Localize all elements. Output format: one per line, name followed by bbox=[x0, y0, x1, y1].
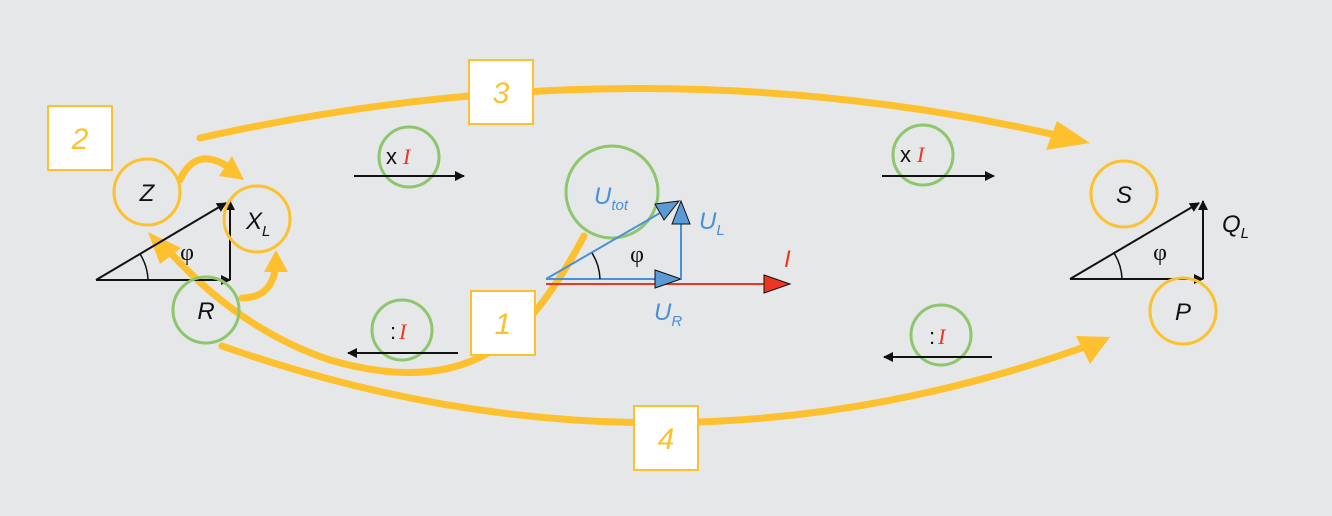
step-box-4: 4 bbox=[633, 405, 699, 471]
r-circle bbox=[171, 275, 241, 345]
svg-text:1: 1 bbox=[495, 308, 512, 341]
svg-text:4: 4 bbox=[658, 423, 675, 456]
svg-text:3: 3 bbox=[493, 77, 510, 110]
impedance-angle-label: φ bbox=[180, 240, 194, 266]
p-circle bbox=[1148, 276, 1218, 346]
z-label: Z bbox=[139, 180, 156, 207]
step-box-1: 1 bbox=[470, 290, 536, 356]
s-circle bbox=[1089, 159, 1159, 229]
arrowhead-step4 bbox=[1076, 336, 1110, 364]
s-label: S bbox=[1116, 182, 1132, 209]
arrowhead-r-to-xl bbox=[264, 250, 288, 272]
r-label: R bbox=[197, 298, 214, 325]
ul-label: UL bbox=[699, 208, 725, 239]
svg-text:2: 2 bbox=[71, 123, 89, 156]
utot-label: Utot bbox=[594, 183, 629, 214]
yellow-arrowheads bbox=[148, 121, 1110, 364]
voltage-angle-label: φ bbox=[630, 242, 644, 268]
power-triangle bbox=[1069, 200, 1208, 284]
arc-step3 bbox=[196, 85, 1064, 142]
arrowhead-step3 bbox=[1046, 121, 1090, 150]
utot-vector bbox=[545, 212, 661, 280]
arrowhead-z-to-xl bbox=[219, 156, 244, 180]
arc-step1 bbox=[164, 232, 588, 376]
power-angle-label: φ bbox=[1153, 240, 1167, 266]
xl-label: XL bbox=[245, 208, 270, 240]
current-label: I bbox=[784, 246, 791, 273]
multiply-current-circle-right bbox=[891, 123, 955, 187]
utot-vector-head bbox=[654, 200, 681, 221]
divide-current-circle-left bbox=[370, 298, 434, 362]
multiply-current-circle-left bbox=[377, 125, 441, 189]
voltage-angle-arc bbox=[591, 252, 601, 280]
step-box-3: 3 bbox=[468, 59, 534, 125]
p-label: P bbox=[1175, 299, 1191, 326]
divide-current-circle-right bbox=[909, 303, 973, 367]
z-circle bbox=[112, 157, 182, 227]
current-vector-head bbox=[763, 274, 792, 294]
yellow-connectors bbox=[164, 85, 1094, 427]
arc-z-to-xl bbox=[176, 155, 234, 184]
ql-label: QL bbox=[1222, 211, 1249, 242]
ul-vector-head bbox=[671, 199, 691, 225]
divide-current-label-right: :I bbox=[929, 324, 947, 349]
ur-vector-head bbox=[654, 269, 683, 289]
ur-label: UR bbox=[654, 299, 682, 330]
step-box-2: 2 bbox=[47, 105, 113, 171]
xl-circle bbox=[222, 184, 292, 254]
arrowhead-step1 bbox=[148, 232, 181, 264]
impedance-triangle bbox=[95, 200, 235, 285]
divide-current-label-left: :I bbox=[390, 319, 408, 344]
utot-circle bbox=[564, 144, 660, 240]
